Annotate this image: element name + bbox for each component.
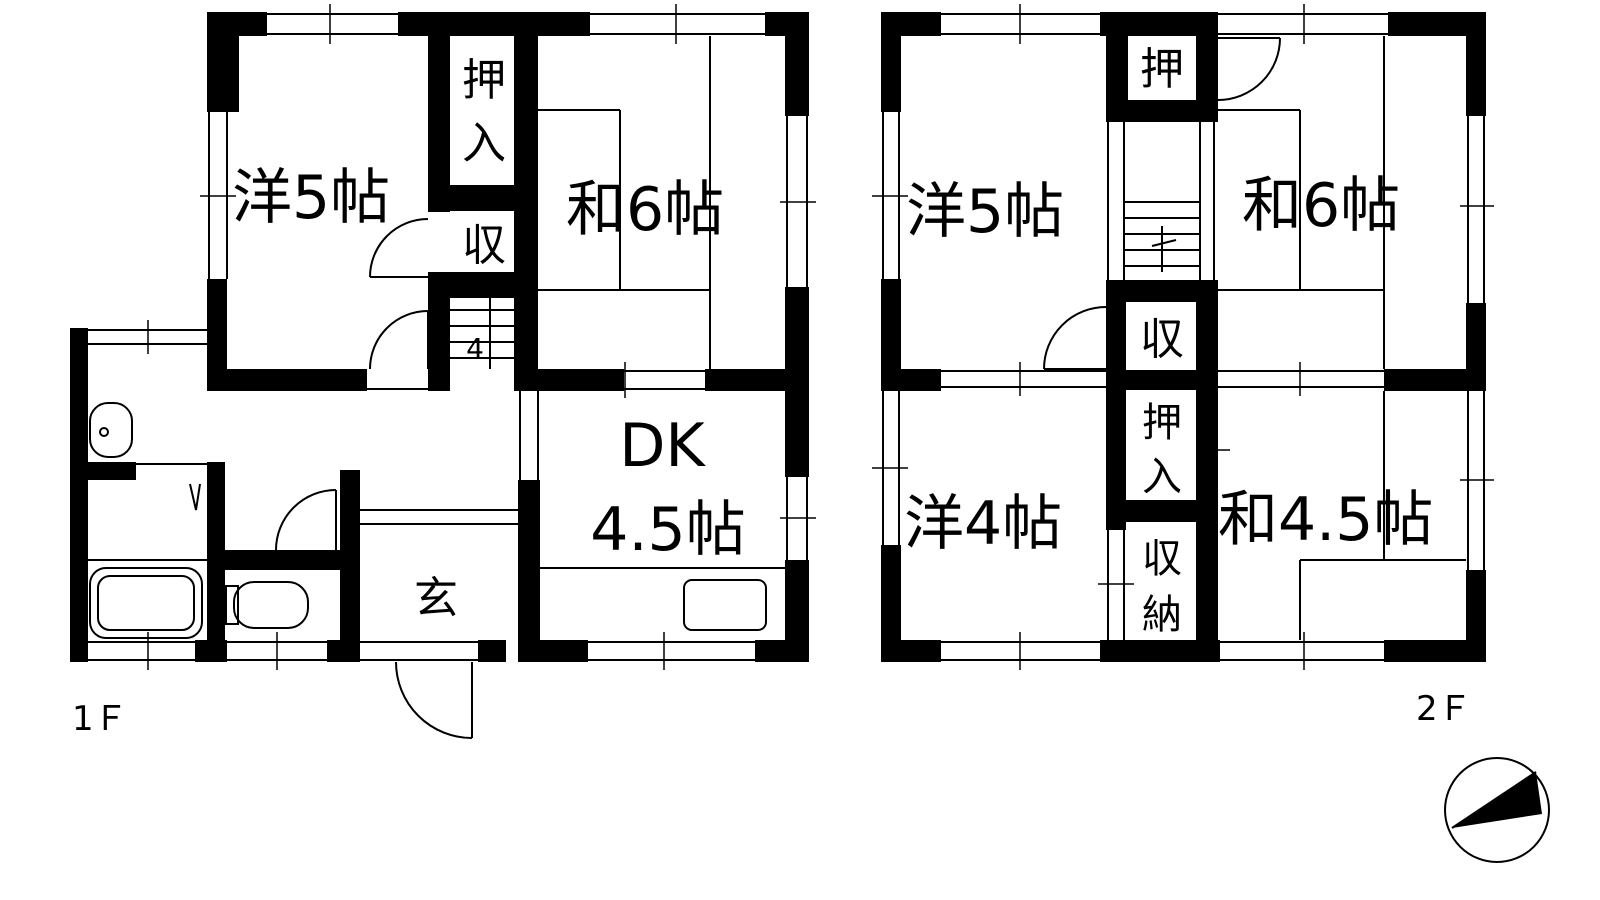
room-dk-title: DK bbox=[619, 411, 706, 481]
room-western-4: 洋4帖 bbox=[904, 489, 1062, 559]
north-arrow-icon bbox=[1444, 757, 1550, 863]
storage-label: 収 bbox=[462, 220, 506, 271]
floor-2-label: 2Ｆ bbox=[1416, 689, 1472, 729]
room-western-5-upper: 洋5帖 bbox=[906, 177, 1064, 247]
closet-a-label: 押 bbox=[1140, 44, 1184, 95]
storage-b-label-top: 収 bbox=[1142, 536, 1182, 582]
floor-1-labels: 洋5帖 和6帖 DK 4.5帖 押 入 収 玄 1Ｆ bbox=[72, 55, 746, 739]
kitchen-sink-icon bbox=[683, 579, 767, 631]
floor-2-windows bbox=[872, 4, 1494, 670]
floor-2-labels: 洋5帖 和6帖 洋4帖 和4.5帖 押 収 押 入 収 納 2Ｆ bbox=[904, 44, 1472, 729]
floor-2-doors bbox=[1043, 37, 1281, 370]
floor-2-tatami bbox=[1218, 36, 1466, 640]
entrance-label: 玄 bbox=[414, 573, 458, 624]
floor-1-stairs: 4 bbox=[450, 298, 514, 369]
floor-1-walls bbox=[70, 12, 809, 662]
room-dk-size: 4.5帖 bbox=[590, 495, 745, 565]
storage-b-label-bottom: 納 bbox=[1142, 592, 1182, 638]
room-japanese-6: 和6帖 bbox=[566, 175, 724, 245]
closet-label-bottom: 入 bbox=[462, 118, 506, 169]
floor-1-tatami bbox=[538, 36, 711, 369]
closet-label-top: 押 bbox=[462, 55, 506, 106]
floor-1-fixtures bbox=[89, 402, 767, 639]
storage-label-upper: 収 bbox=[1140, 314, 1184, 365]
bathtub-icon bbox=[89, 567, 203, 639]
closet-b-label-bottom: 入 bbox=[1142, 454, 1182, 500]
toilet-icon bbox=[233, 581, 309, 629]
floor-2-walls bbox=[881, 12, 1486, 662]
floor-2-stairs bbox=[1124, 201, 1200, 272]
floor-1-doors bbox=[275, 218, 478, 739]
room-japanese-6-upper: 和6帖 bbox=[1242, 171, 1400, 241]
floor-1-plan: 4 洋5帖 和6帖 DK 4.5帖 押 入 収 玄 1Ｆ bbox=[70, 4, 816, 739]
room-japanese-4-5: 和4.5帖 bbox=[1218, 485, 1433, 555]
floor-1-label: 1Ｆ bbox=[72, 699, 128, 739]
closet-b-label-top: 押 bbox=[1142, 400, 1182, 446]
floor-1-windows bbox=[88, 4, 816, 670]
floor-2-plan: 洋5帖 和6帖 洋4帖 和4.5帖 押 収 押 入 収 納 2Ｆ bbox=[872, 4, 1494, 729]
wash-basin-icon bbox=[89, 402, 133, 458]
room-western-5: 洋5帖 bbox=[232, 163, 390, 233]
stair-number: 4 bbox=[466, 332, 484, 365]
